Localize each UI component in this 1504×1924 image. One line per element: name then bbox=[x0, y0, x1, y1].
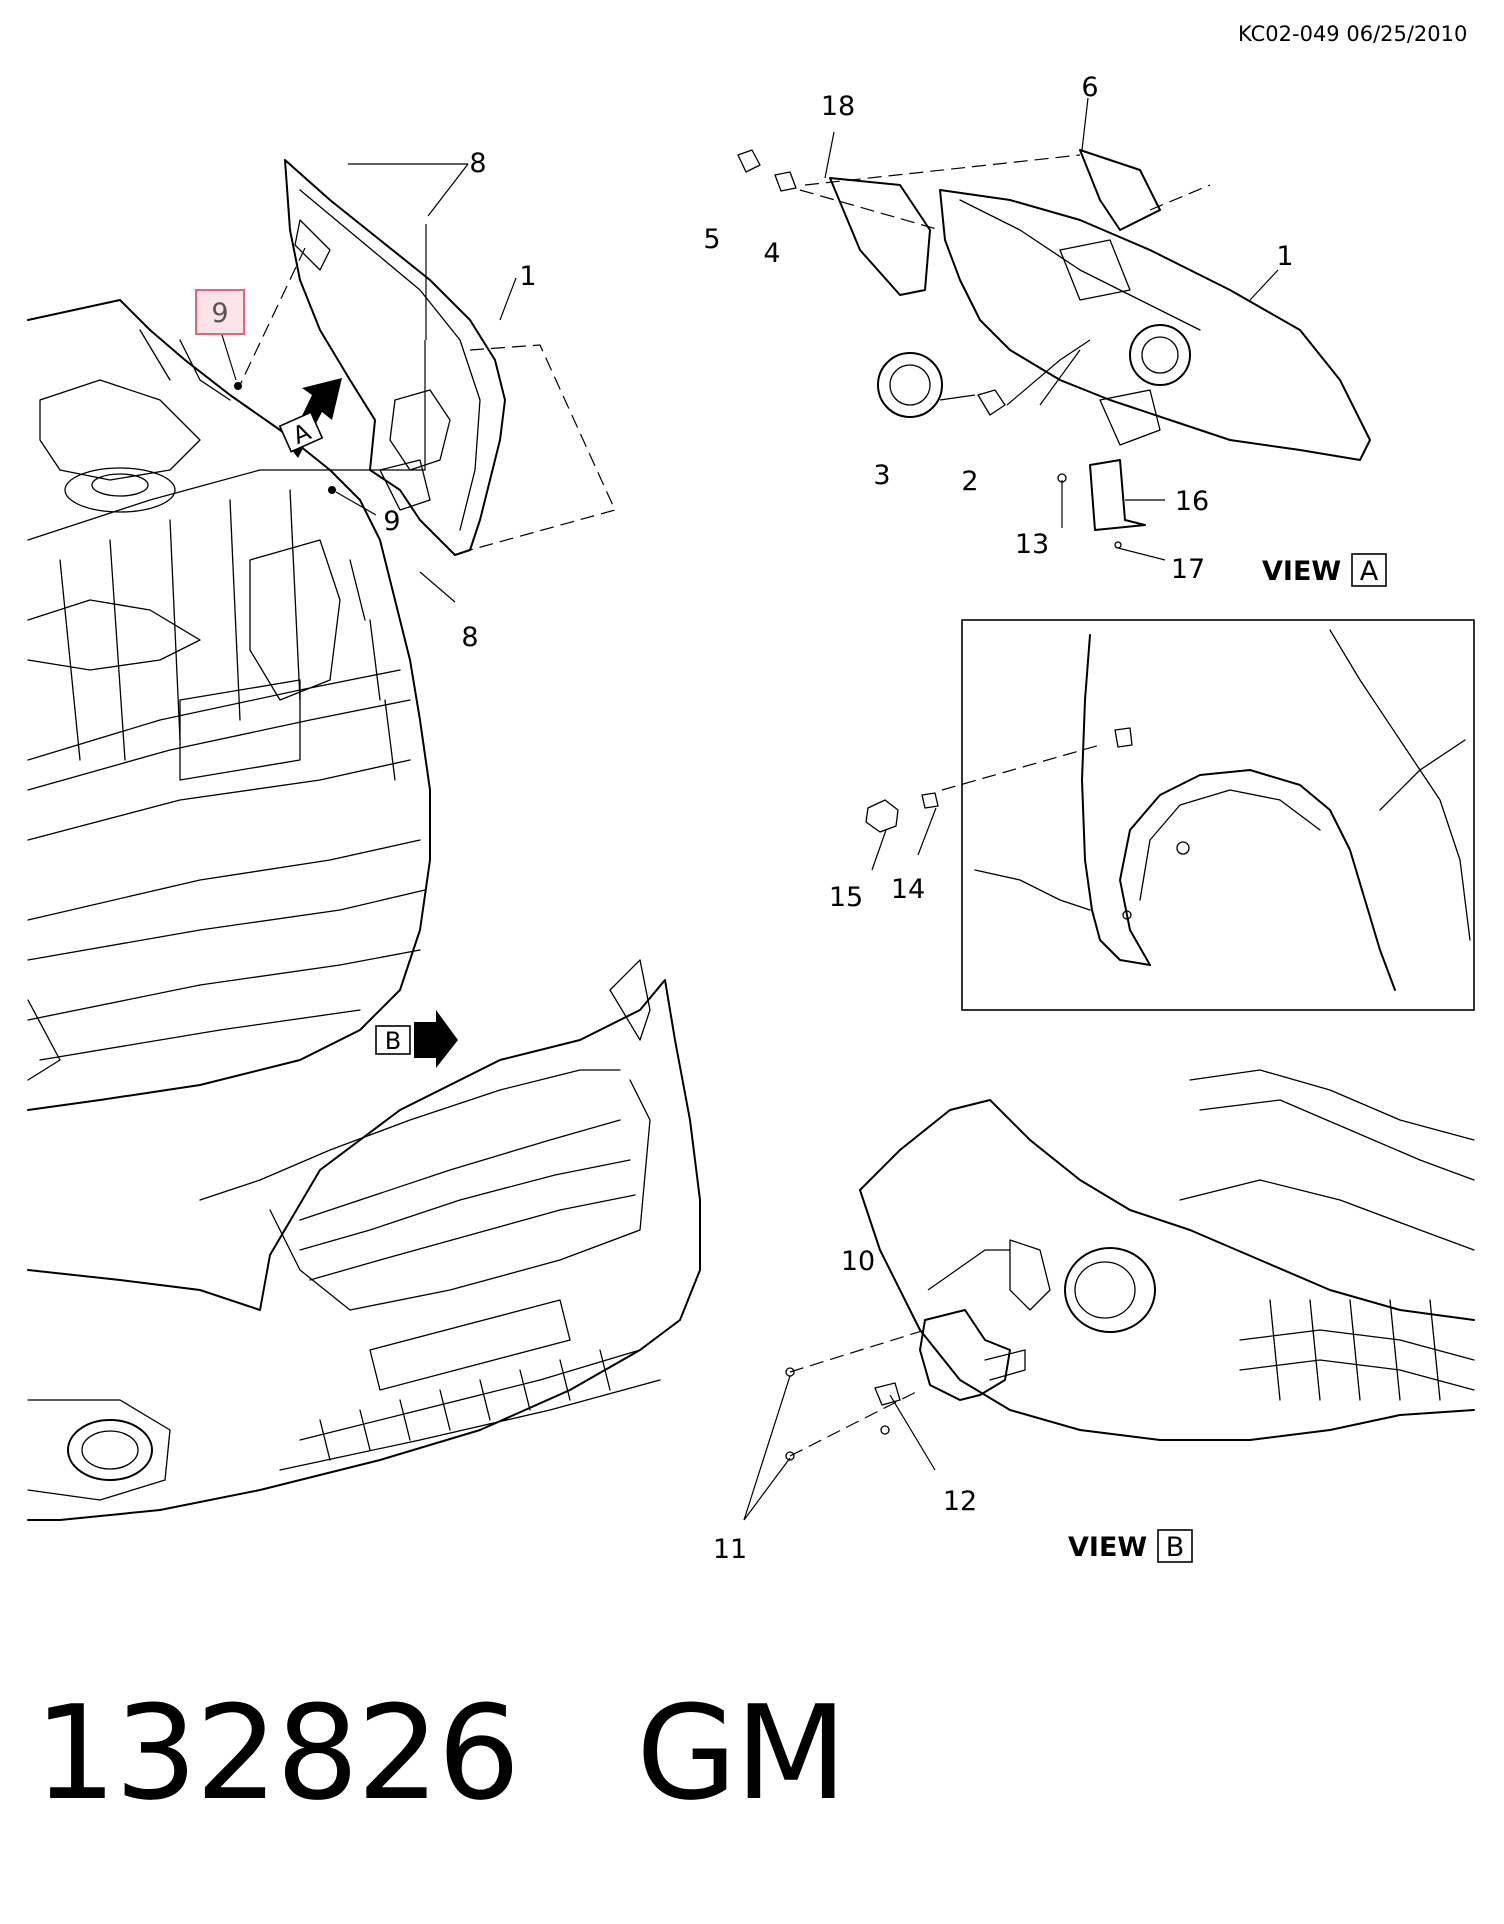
callout-16[interactable]: 16 bbox=[1175, 486, 1209, 517]
front-body-structure-drawing bbox=[27, 299, 431, 1111]
callout-5[interactable]: 5 bbox=[703, 224, 720, 255]
view-a-arrow: A bbox=[278, 378, 342, 458]
view-a-title-letter: A bbox=[1360, 556, 1379, 587]
view-a-title-label: VIEW bbox=[1262, 556, 1341, 587]
callout-labels: 9 8 1 9 8 18 6 5 4 1 3 2 16 13 17 15 14 … bbox=[211, 72, 1293, 1565]
view-b-arrow-letter: B bbox=[385, 1027, 401, 1055]
callout-17[interactable]: 17 bbox=[1171, 554, 1205, 585]
callout-15[interactable]: 15 bbox=[829, 882, 863, 913]
callout-3[interactable]: 3 bbox=[873, 460, 890, 491]
fender-inset bbox=[865, 619, 1475, 1011]
view-b-arrow: B bbox=[375, 1010, 458, 1068]
callout-8-top[interactable]: 8 bbox=[469, 148, 486, 179]
callout-14[interactable]: 14 bbox=[891, 874, 925, 905]
drawing-reference: KC02-049 06/25/2010 bbox=[1238, 22, 1468, 46]
callout-6[interactable]: 6 bbox=[1081, 72, 1098, 103]
callout-2[interactable]: 2 bbox=[961, 466, 978, 497]
callout-9-mid[interactable]: 9 bbox=[383, 506, 400, 537]
callout-12[interactable]: 12 bbox=[943, 1486, 977, 1517]
view-a-headlamp-exploded bbox=[737, 149, 1371, 549]
leader-lines bbox=[239, 97, 1279, 1521]
view-b-title-letter: B bbox=[1166, 1532, 1185, 1563]
callout-1-right[interactable]: 1 bbox=[1276, 241, 1293, 272]
view-a-title: VIEW A bbox=[1262, 553, 1387, 587]
headlamp-assembly-drawing bbox=[284, 159, 506, 556]
view-b-title: VIEW B bbox=[1068, 1529, 1193, 1563]
callout-11[interactable]: 11 bbox=[713, 1534, 747, 1565]
callout-9-highlighted[interactable]: 9 bbox=[211, 298, 228, 329]
highlighted-callout-box bbox=[195, 289, 245, 335]
callout-8-low[interactable]: 8 bbox=[461, 622, 478, 653]
callout-4[interactable]: 4 bbox=[763, 238, 780, 269]
callout-1-left[interactable]: 1 bbox=[519, 261, 536, 292]
callout-13[interactable]: 13 bbox=[1015, 529, 1049, 560]
view-b-foglamp-exploded bbox=[785, 1069, 1475, 1461]
view-b-title-label: VIEW bbox=[1068, 1532, 1147, 1563]
front-bumper-drawing bbox=[27, 959, 701, 1521]
callout-10[interactable]: 10 bbox=[841, 1246, 875, 1277]
callout-18[interactable]: 18 bbox=[821, 91, 855, 122]
part-number-caption: 132826 GM bbox=[34, 1677, 847, 1829]
